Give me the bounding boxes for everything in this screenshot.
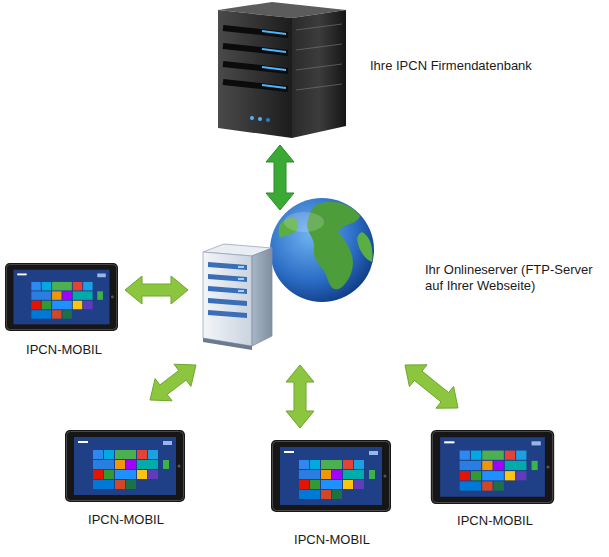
- node-label: Ihre IPCN Firmendatenbank: [370, 58, 532, 74]
- online-server-node: Ihr Onlineserver (FTP-Server auf Ihrer W…: [188, 210, 605, 365]
- tablet-illustration: [65, 430, 185, 502]
- tower-side: [292, 10, 346, 138]
- tablet-illustration: [5, 263, 118, 331]
- globe-ocean: [270, 198, 374, 302]
- power-led: [258, 117, 262, 121]
- server-side: [252, 248, 272, 346]
- drive-lights: [262, 31, 286, 88]
- node-label: IPCN-MOBIL: [428, 513, 562, 529]
- server-front: [203, 252, 252, 346]
- power-led: [266, 118, 270, 122]
- node-label: Ihr Onlineserver (FTP-Server auf Ihrer W…: [425, 262, 603, 294]
- node-label: IPCN-MOBIL: [266, 532, 398, 548]
- double-arrow: [405, 365, 458, 408]
- online-server-box: [203, 244, 272, 350]
- tablet-illustration: [431, 430, 554, 504]
- tablet-illustration: [271, 440, 391, 512]
- tablet-node: IPCN-MOBIL: [266, 428, 398, 554]
- double-arrow: [286, 365, 314, 428]
- server-lights: [238, 266, 244, 292]
- tablet-node: IPCN-MOBIL: [428, 408, 562, 532]
- tablet-node: IPCN-MOBIL: [3, 258, 125, 360]
- database-node: Ihre IPCN Firmendatenbank: [212, 2, 562, 145]
- double-arrow: [266, 145, 294, 210]
- database-tower: [218, 2, 346, 138]
- tower-front: [218, 10, 292, 138]
- side-vents: [296, 24, 342, 90]
- server-bays: [208, 262, 247, 318]
- tablet-node: IPCN-MOBIL: [60, 400, 192, 532]
- double-arrow: [150, 364, 196, 401]
- drive-bays: [223, 28, 288, 89]
- node-label: IPCN-MOBIL: [3, 342, 125, 358]
- globe-shine: [284, 212, 324, 232]
- power-led: [250, 116, 254, 120]
- node-label: IPCN-MOBIL: [60, 512, 192, 528]
- server-base: [203, 338, 252, 350]
- globe-land: [357, 232, 372, 262]
- double-arrow: [125, 276, 188, 304]
- globe: [270, 198, 374, 302]
